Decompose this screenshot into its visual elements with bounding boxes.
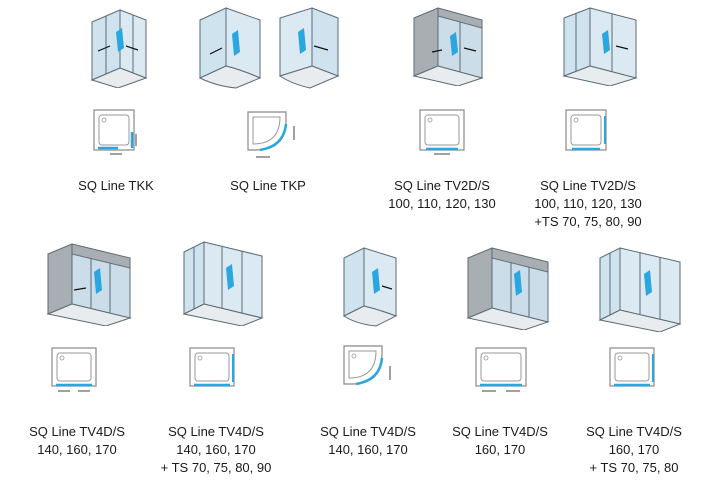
enclosure-illustration-tv4d-d [466, 247, 550, 330]
caption-line: SQ Line TV4D/S [586, 424, 682, 439]
caption-tv2d-a: SQ Line TV2D/S 100, 110, 120, 130 [380, 177, 504, 213]
caption-line: SQ Line TKK [78, 178, 154, 193]
caption-line: SQ Line TV4D/S [168, 424, 264, 439]
floor-plan-tkp [247, 111, 295, 158]
caption-line: SQ Line TV4D/S [29, 424, 125, 439]
caption-line: 140, 160, 170 [328, 442, 408, 457]
floor-plan-tv4d-a [51, 347, 97, 392]
floor-plan-tv4d-c [343, 345, 391, 386]
enclosure-illustration-tkp-1 [198, 7, 262, 89]
floor-plan-tv4d-b [189, 347, 235, 387]
enclosure-illustration-tv4d-c [343, 247, 398, 327]
enclosure-illustration-tkk [90, 9, 148, 88]
caption-line: + TS 70, 75, 80, 90 [160, 460, 272, 475]
caption-line: 160, 170 [608, 442, 660, 457]
caption-line: +TS 70, 75, 80, 90 [534, 214, 642, 229]
caption-line: SQ Line TKP [230, 178, 306, 193]
caption-line: 160, 170 [474, 442, 526, 457]
enclosure-illustration-tv2d-b [562, 7, 638, 86]
caption-tv2d-b: SQ Line TV2D/S 100, 110, 120, 130 +TS 70… [526, 177, 650, 231]
enclosure-illustration-tv4d-a [46, 243, 132, 326]
floor-plan-tv2d-a [419, 109, 465, 155]
caption-line: SQ Line TV2D/S [540, 178, 636, 193]
caption-tv4d-a: SQ Line TV4D/S 140, 160, 170 [22, 423, 132, 459]
enclosure-illustration-tv4d-e [598, 247, 682, 332]
caption-line: 100, 110, 120, 130 [388, 196, 496, 211]
caption-tv4d-b: SQ Line TV4D/S 140, 160, 170 + TS 70, 75… [156, 423, 276, 477]
caption-line: + TS 70, 75, 80 [589, 460, 679, 475]
floor-plan-tkk [93, 109, 137, 155]
caption-tkp: SQ Line TKP [208, 177, 328, 195]
caption-tv4d-e: SQ Line TV4D/S 160, 170 + TS 70, 75, 80 [578, 423, 690, 477]
floor-plan-tv2d-b [565, 109, 607, 151]
caption-line: 140, 160, 170 [176, 442, 256, 457]
caption-line: 100, 110, 120, 130 [534, 196, 642, 211]
floor-plan-tv4d-d [475, 347, 527, 392]
caption-line: 140, 160, 170 [37, 442, 117, 457]
enclosure-illustration-tv4d-b [182, 241, 264, 326]
enclosure-illustration-tkp-2 [278, 7, 340, 89]
floor-plan-tv4d-e [609, 347, 655, 387]
caption-tv4d-d: SQ Line TV4D/S 160, 170 [444, 423, 556, 459]
caption-line: SQ Line TV2D/S [394, 178, 490, 193]
enclosure-illustration-tv2d-a [412, 7, 484, 86]
caption-tv4d-c: SQ Line TV4D/S 140, 160, 170 [312, 423, 424, 459]
caption-line: SQ Line TV4D/S [452, 424, 548, 439]
caption-tkk: SQ Line TKK [56, 177, 176, 195]
caption-line: SQ Line TV4D/S [320, 424, 416, 439]
